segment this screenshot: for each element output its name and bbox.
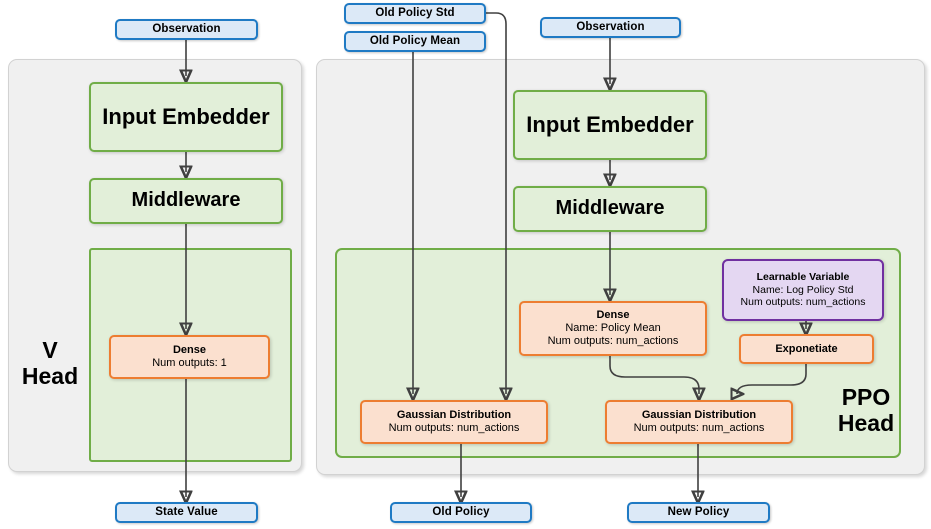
gaussian-new-line1: Num outputs: num_actions	[633, 422, 765, 434]
v-head-input-embedder[interactable]: Input Embedder	[89, 82, 283, 152]
learnable-variable-line1: Name: Log Policy Std	[752, 283, 854, 296]
v-head-caption-line2: Head	[21, 362, 79, 389]
learnable-variable-line2: Num outputs: num_actions	[740, 296, 866, 309]
ppo-head-middleware[interactable]: Middleware	[513, 186, 707, 232]
ppo-head-exponetiate[interactable]: Exponetiate	[739, 334, 874, 364]
input-observation-left[interactable]: Observation	[115, 19, 258, 40]
ppo-head-gaussian-new[interactable]: Gaussian Distribution Num outputs: num_a…	[605, 400, 793, 444]
v-head-input-embedder-label: Input Embedder	[102, 104, 270, 130]
gaussian-new-title: Gaussian Distribution	[641, 409, 757, 422]
exponetiate-title: Exponetiate	[775, 342, 838, 355]
output-old-policy[interactable]: Old Policy	[390, 502, 532, 523]
output-state-value-label: State Value	[155, 505, 218, 518]
learnable-variable-title: Learnable Variable	[756, 271, 850, 284]
input-old-policy-mean-label: Old Policy Mean	[369, 34, 461, 47]
v-head-dense-title: Dense	[172, 344, 207, 357]
ppo-head-dense-title: Dense	[596, 309, 630, 322]
ppo-head-learnable-variable[interactable]: Learnable Variable Name: Log Policy Std …	[722, 259, 884, 321]
ppo-head-gaussian-old[interactable]: Gaussian Distribution Num outputs: num_a…	[360, 400, 548, 444]
ppo-head-caption: PPO Head	[820, 384, 912, 437]
v-head-dense-line1: Num outputs: 1	[152, 357, 227, 369]
v-head-caption-line1: V	[42, 337, 58, 363]
ppo-head-middleware-label: Middleware	[555, 197, 665, 220]
output-new-policy-label: New Policy	[667, 505, 730, 518]
gaussian-old-title: Gaussian Distribution	[396, 409, 512, 422]
input-observation-left-label: Observation	[152, 22, 221, 35]
v-head-dense[interactable]: Dense Num outputs: 1	[109, 335, 270, 379]
output-new-policy[interactable]: New Policy	[627, 502, 770, 523]
input-old-policy-mean[interactable]: Old Policy Mean	[344, 31, 486, 52]
ppo-head-input-embedder[interactable]: Input Embedder	[513, 90, 707, 160]
ppo-head-caption-line1: PPO	[841, 384, 891, 410]
input-observation-right-label: Observation	[576, 20, 645, 33]
ppo-head-caption-line2: Head	[837, 409, 895, 436]
ppo-head-input-embedder-label: Input Embedder	[526, 112, 694, 138]
output-state-value[interactable]: State Value	[115, 502, 258, 523]
input-old-policy-std[interactable]: Old Policy Std	[344, 3, 486, 24]
v-head-middleware[interactable]: Middleware	[89, 178, 283, 224]
v-head-middleware-label: Middleware	[131, 189, 241, 212]
v-head-caption: V Head	[14, 337, 86, 390]
output-old-policy-label: Old Policy	[432, 505, 490, 518]
gaussian-old-line1: Num outputs: num_actions	[388, 422, 520, 434]
input-old-policy-std-label: Old Policy Std	[375, 6, 455, 19]
input-observation-right[interactable]: Observation	[540, 17, 681, 38]
ppo-head-dense-line2: Num outputs: num_actions	[547, 334, 679, 347]
ppo-head-dense-line1: Name: Policy Mean	[565, 322, 661, 335]
ppo-head-dense-policy-mean[interactable]: Dense Name: Policy Mean Num outputs: num…	[519, 301, 707, 356]
